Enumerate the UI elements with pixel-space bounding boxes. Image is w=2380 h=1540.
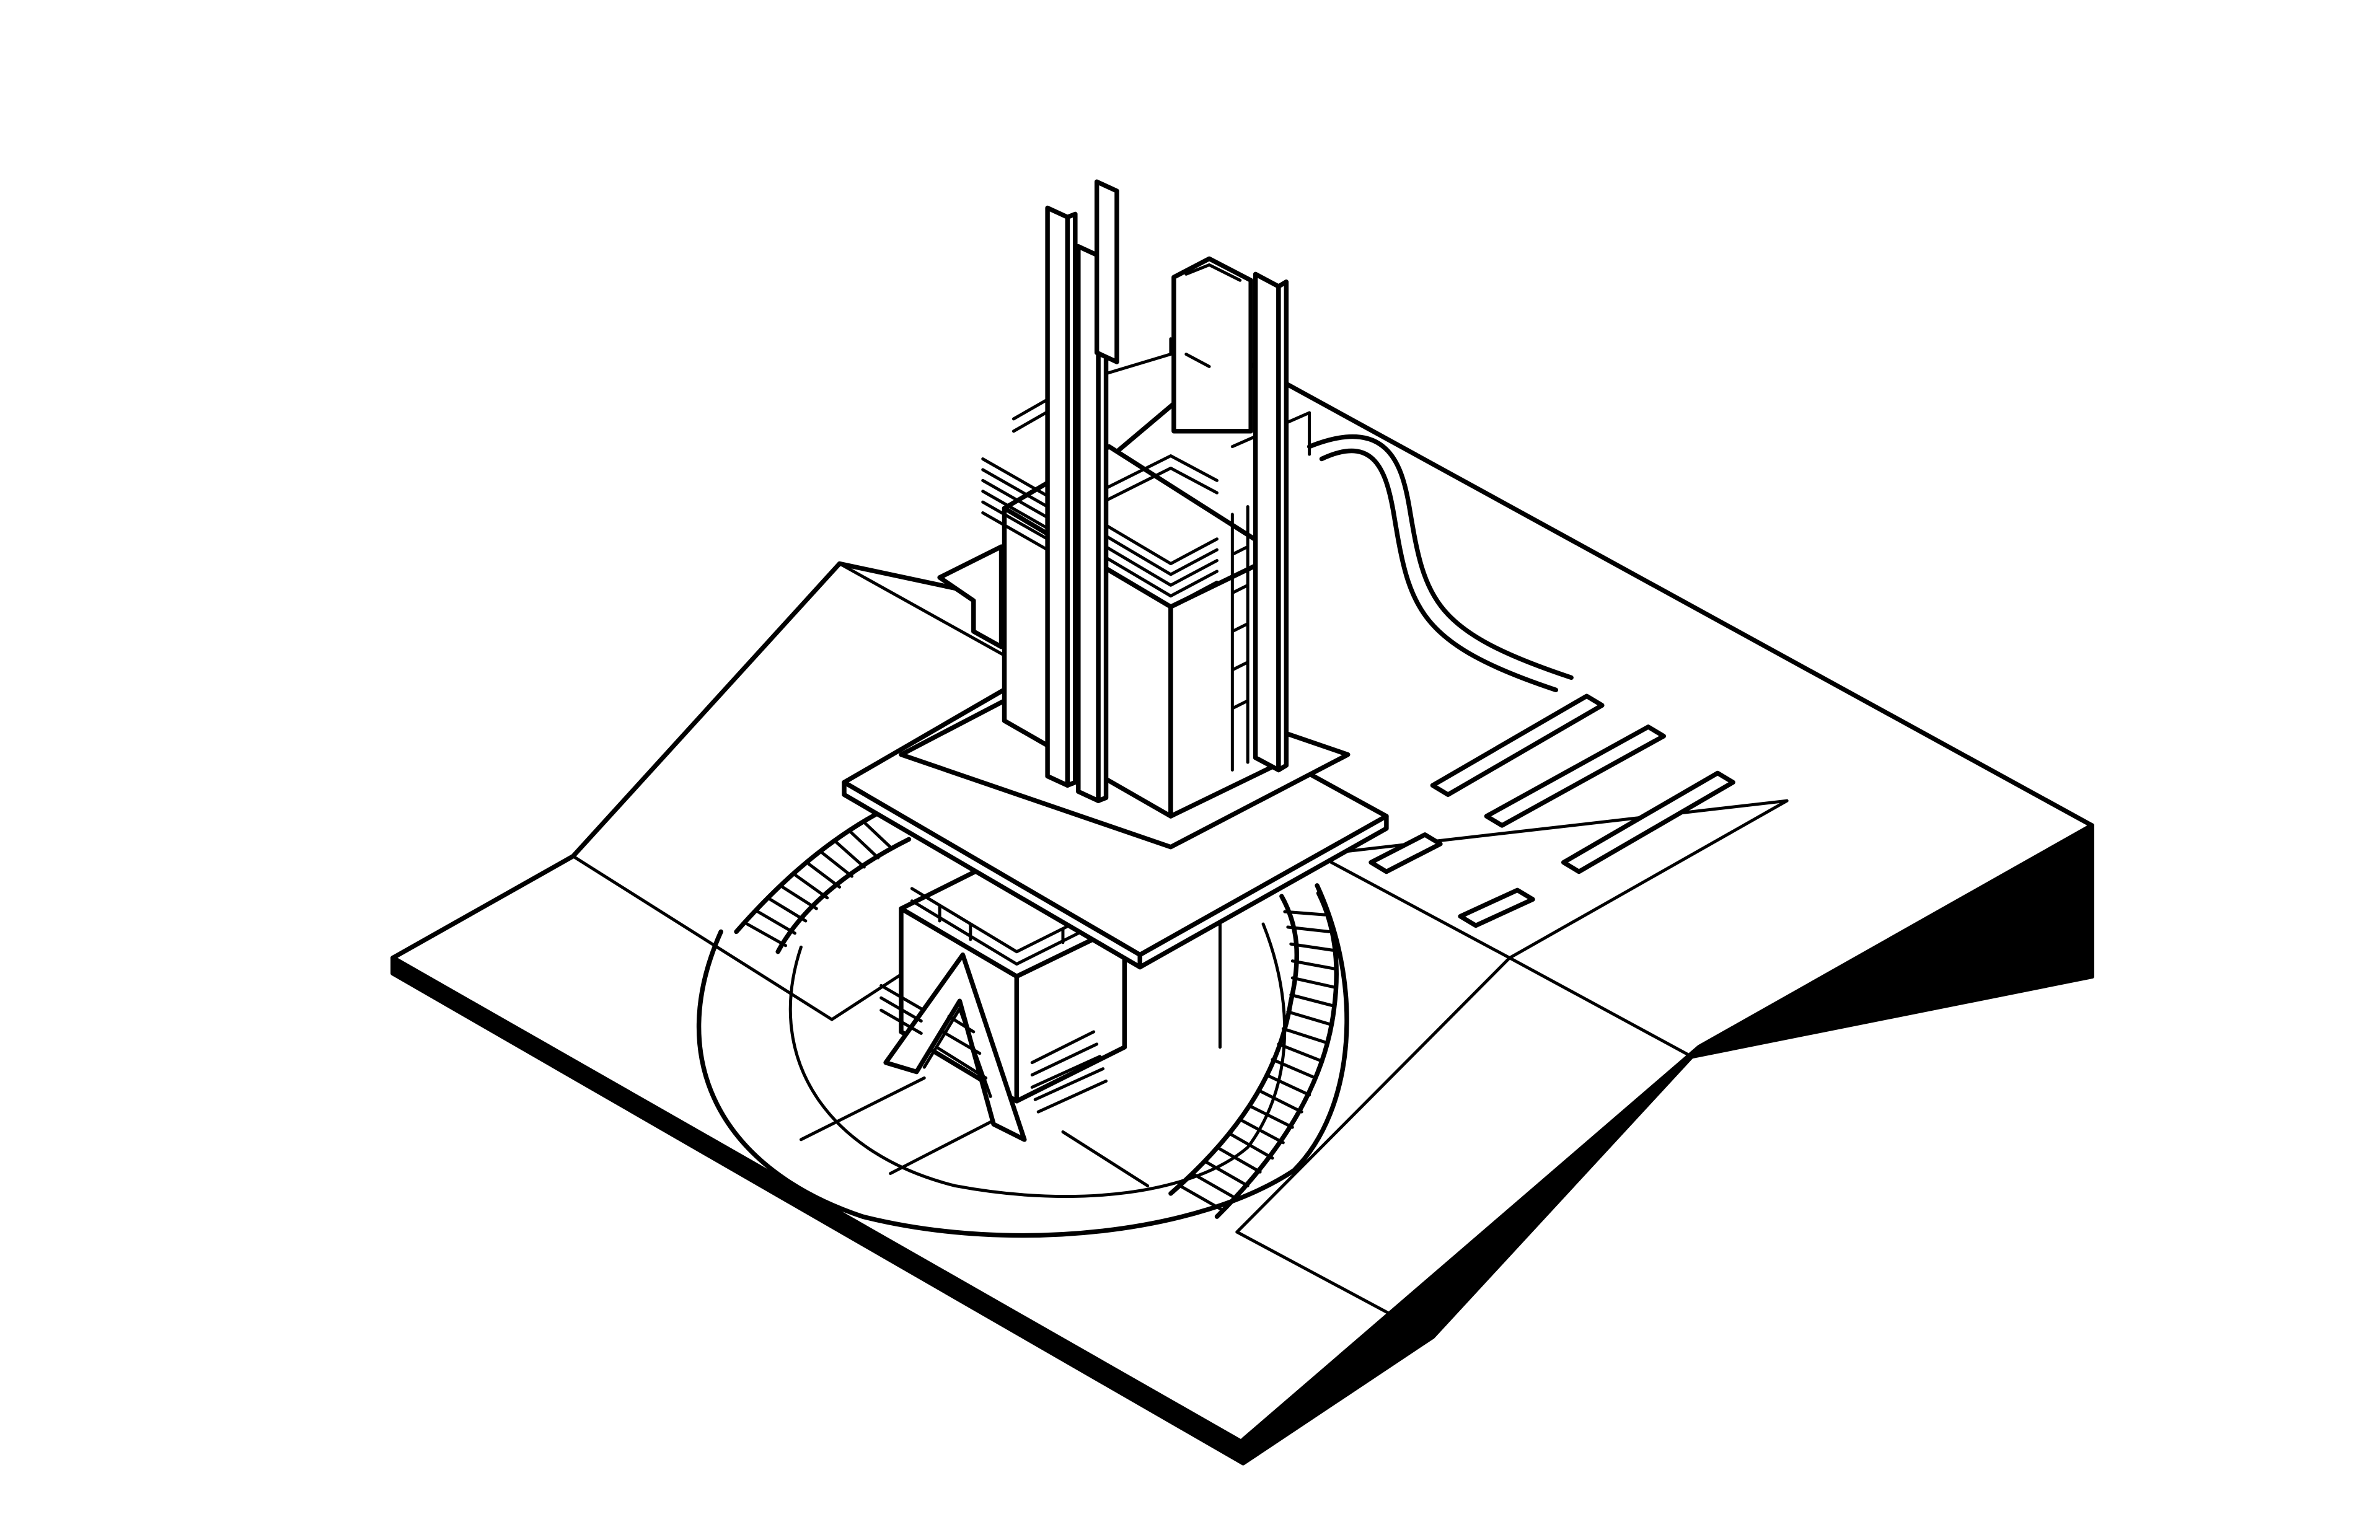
pylon-4 (1253, 271, 1281, 773)
left-slope-edge-1 (571, 562, 842, 858)
slot-3 (1561, 770, 1735, 874)
tower-window-strip (1230, 505, 1250, 772)
pylons (1045, 179, 1289, 803)
plaza-outer-ring (696, 883, 1349, 1238)
left-slope-edge-2 (838, 562, 1018, 664)
right-slope-edge-5 (1235, 956, 1512, 1234)
plaza-inner-ring (788, 922, 1287, 1199)
pylon-1 (1045, 205, 1070, 788)
elevator-core (1171, 256, 1253, 434)
courtyard-line (1315, 799, 1789, 856)
right-slope-edge-2 (1235, 1230, 1434, 1339)
lower-pavilion (879, 852, 1127, 1142)
plaza-path-1 (799, 1076, 926, 1142)
tower-side-wing (937, 544, 1004, 649)
courtyard-slots (1368, 693, 1735, 928)
tower-fins-left (981, 457, 1049, 552)
plaza-path-2 (889, 1115, 1003, 1176)
right-curved-stair (1168, 891, 1339, 1219)
slot-1 (1430, 693, 1605, 797)
tower-fins-center (1086, 513, 1219, 609)
left-slope-edge-3 (571, 855, 834, 1021)
pavilion-steps (1030, 1030, 1108, 1114)
slot-4 (1368, 832, 1443, 874)
circular-plaza (696, 883, 1349, 1238)
slot-2 (1484, 724, 1666, 828)
left-curved-stair (734, 811, 912, 954)
pylon-3 (1094, 179, 1119, 364)
ground-block (390, 351, 2094, 1466)
plaza-path-3 (1061, 1130, 1150, 1187)
right-slope-edge-1 (1508, 956, 1693, 1058)
curved-ramp (1307, 434, 1574, 693)
right-slope-edge-3 (1315, 853, 1512, 960)
right-side-slab (1241, 823, 2094, 1466)
right-slope-edge-4 (1508, 799, 1789, 960)
slot-5 (1458, 887, 1535, 928)
